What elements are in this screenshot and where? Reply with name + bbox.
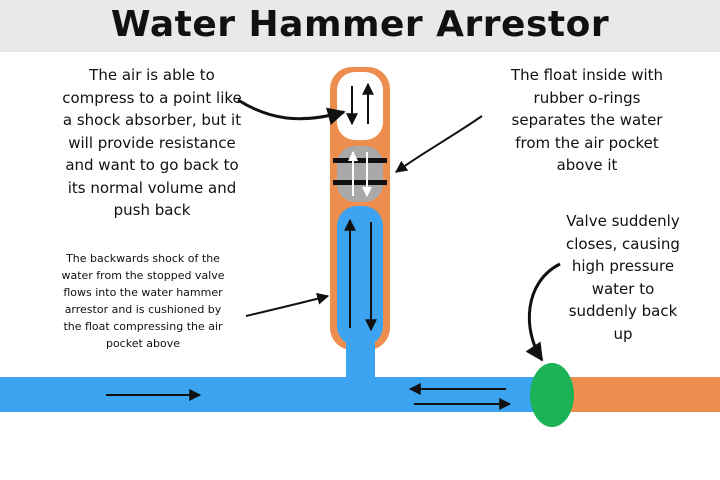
o-ring-bottom	[333, 180, 387, 185]
callout-arrow-valve	[525, 262, 561, 362]
callout-arrow-float	[395, 115, 483, 173]
o-ring-top	[333, 158, 387, 163]
annotation-shock: The backwards shock of the water from th…	[61, 252, 225, 350]
callout-arrow-shock	[245, 292, 330, 317]
callout-arrow-air	[237, 98, 346, 125]
annotation-air: The air is able to compress to a point l…	[62, 66, 242, 219]
diagram-title: Water Hammer Arrestor	[110, 4, 610, 45]
air-pocket	[337, 72, 383, 140]
downstream-pipe	[552, 377, 720, 412]
annotation-valve: Valve suddenly closes, causing high pres…	[566, 212, 680, 343]
arrestor-water	[337, 206, 383, 346]
title-band	[0, 0, 720, 52]
valve	[530, 363, 574, 427]
annotation-float: The float inside with rubber o-rings sep…	[510, 66, 664, 174]
float	[337, 146, 383, 202]
